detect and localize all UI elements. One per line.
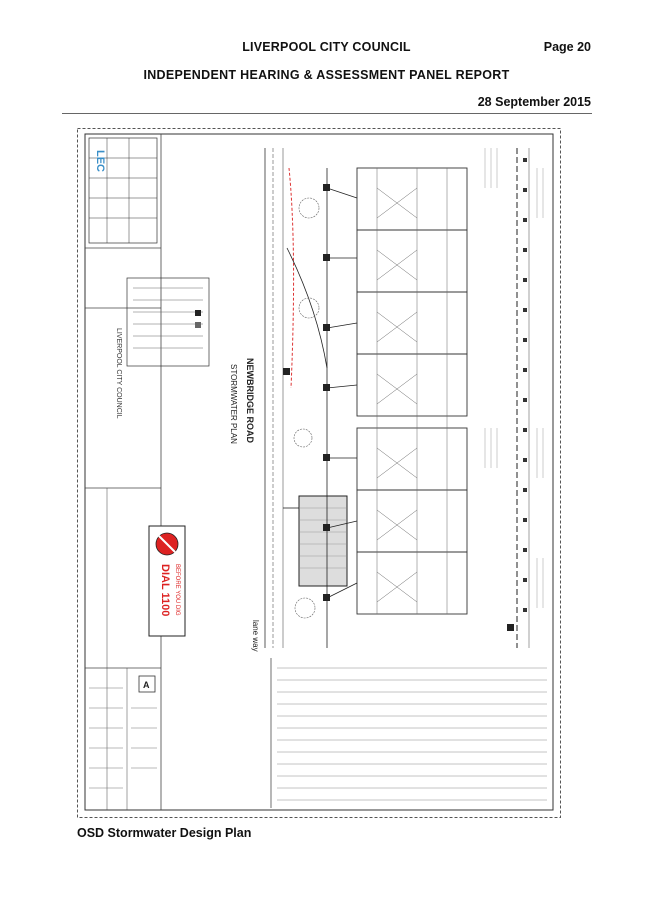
dial-sub: BEFORE YOU DIG (174, 564, 180, 616)
page-number: Page 20 (543, 40, 591, 54)
header-council: LIVERPOOL CITY COUNCIL (242, 40, 411, 54)
figure-caption: OSD Stormwater Design Plan (77, 826, 252, 840)
dial-label: DIAL 1100 (159, 564, 171, 616)
stormwater-plan-drawing: LEC LIVERPOOL CITY COUNCIL A DIAL 1100 B… (77, 128, 561, 818)
report-date: 28 September 2015 (477, 95, 591, 109)
osd-tank (298, 495, 348, 587)
dial-1100-badge: DIAL 1100 BEFORE YOU DIG (148, 525, 186, 637)
lane-name: lane way (251, 620, 260, 652)
plan-svg: LEC LIVERPOOL CITY COUNCIL A DIAL 1100 B… (77, 128, 561, 818)
revision-letter: A (143, 680, 150, 690)
road-name: NEWBRIDGE ROAD (245, 358, 255, 443)
plan-title: STORMWATER PLAN (229, 364, 238, 444)
council-block-text: LIVERPOOL CITY COUNCIL (115, 328, 122, 419)
report-title: INDEPENDENT HEARING & ASSESSMENT PANEL R… (143, 68, 510, 82)
header-rule (62, 113, 592, 114)
logo-text: LEC (94, 150, 106, 172)
